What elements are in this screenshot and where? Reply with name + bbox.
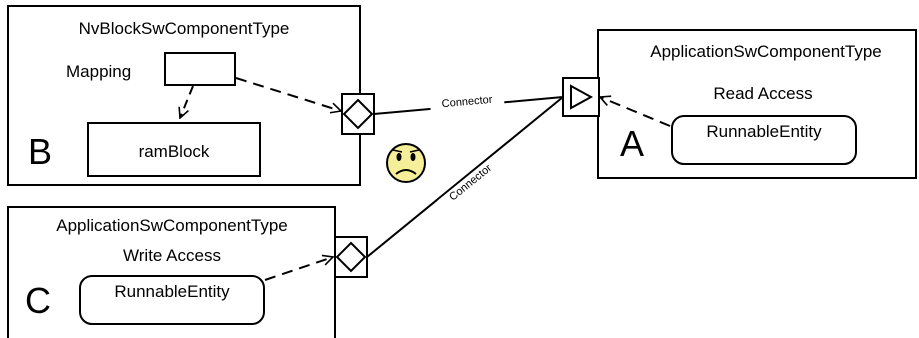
port-c xyxy=(334,236,368,278)
component-c-letter: C xyxy=(25,280,51,321)
connector-line-diagonal xyxy=(366,96,564,258)
component-c: ApplicationSwComponentType Write Access … xyxy=(7,206,336,338)
runnable-entity-a xyxy=(671,115,857,165)
mapping-box xyxy=(164,52,236,86)
component-b-title: NvBlockSwComponentType xyxy=(79,19,290,38)
read-access-label: Read Access xyxy=(713,84,812,103)
connector-label-bg-diagonal xyxy=(437,154,504,211)
runnable-entity-a-label: RunnableEntity xyxy=(706,122,822,141)
component-a-title: ApplicationSwComponentType xyxy=(650,42,882,61)
mapping-to-ramblock-arrow xyxy=(180,85,194,118)
port-a xyxy=(562,77,600,117)
read-access-arrow xyxy=(600,97,671,127)
port-b-diamond-icon xyxy=(342,98,374,130)
component-a-box xyxy=(597,29,917,179)
component-b-letter: B xyxy=(28,131,52,172)
mapping-label: Mapping xyxy=(66,62,131,81)
component-b: NvBlockSwComponentType Mapping ramBlock … xyxy=(7,5,361,186)
port-a-triangle-icon xyxy=(570,84,594,110)
write-access-arrow xyxy=(264,257,333,281)
ram-block-label: ramBlock xyxy=(139,142,210,161)
component-a: ApplicationSwComponentType Read Access R… xyxy=(597,29,917,179)
runnable-entity-c-label: RunnableEntity xyxy=(114,282,230,301)
connector-label-top: Connector xyxy=(441,94,493,110)
runnable-entity-c xyxy=(79,275,265,325)
mapping-to-port-arrow xyxy=(235,77,341,111)
port-c-diamond-icon xyxy=(335,241,367,273)
ram-block-box xyxy=(87,122,261,177)
connector-label-diagonal: Connector xyxy=(447,162,494,203)
sad-face-icon xyxy=(386,143,426,183)
connector-label-bg-top xyxy=(429,91,505,112)
component-c-title: ApplicationSwComponentType xyxy=(56,216,288,235)
component-a-letter: A xyxy=(620,123,644,164)
write-access-label: Write Access xyxy=(123,246,221,265)
port-b xyxy=(341,93,375,135)
